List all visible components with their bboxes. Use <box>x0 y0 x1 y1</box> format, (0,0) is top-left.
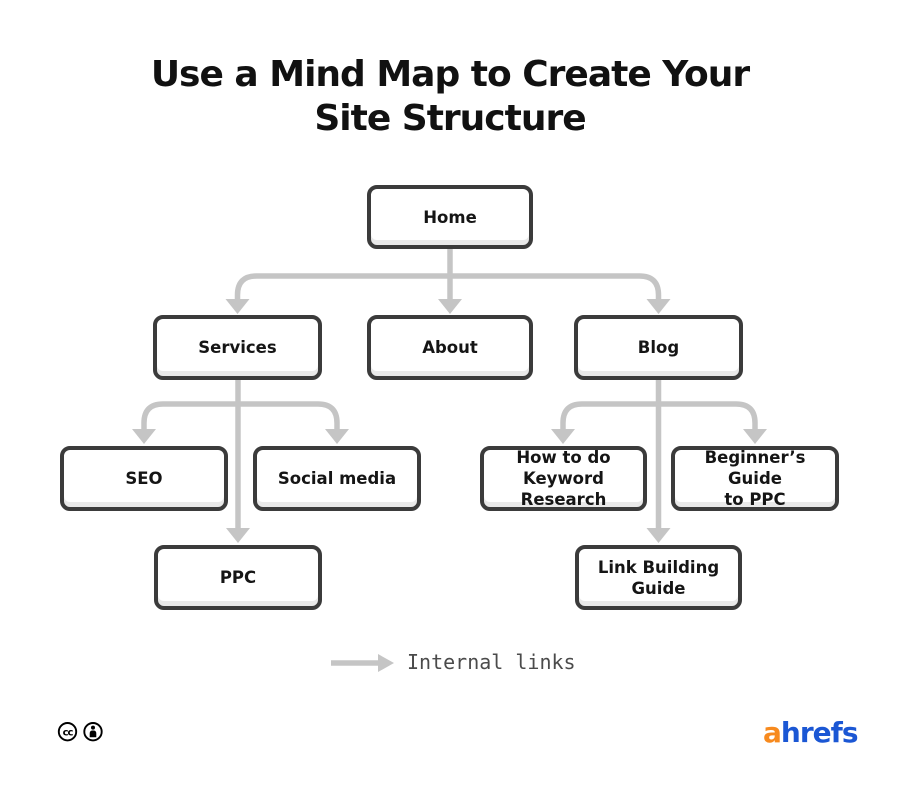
node-ppc-label: PPC <box>219 568 257 587</box>
page-title-line2: Site Structure <box>314 98 586 139</box>
node-services: Services <box>153 315 322 380</box>
arrowheads <box>132 299 767 672</box>
node-ppc: PPC <box>154 545 322 610</box>
ahrefs-logo-a: a <box>763 716 782 749</box>
ahrefs-logo-hrefs: hrefs <box>780 716 859 749</box>
node-keyword-research-label: How to do <box>516 448 611 467</box>
node-about: About <box>367 315 533 380</box>
node-beginners-guide-ppc-label: Beginner’s Guide <box>704 448 806 488</box>
page-title: Use a Mind Map to Create Your Site Struc… <box>0 53 900 141</box>
node-blog-label: Blog <box>637 338 680 357</box>
node-services-label: Services <box>198 338 277 357</box>
edge-blog-row3 <box>560 401 758 429</box>
node-home: Home <box>367 185 533 249</box>
svg-text:cc: cc <box>63 727 74 738</box>
page-title-line1: Use a Mind Map to Create Your <box>150 54 750 95</box>
ahrefs-logo: ahrefs <box>763 717 858 749</box>
node-link-building-guide: Link Building Guide <box>575 545 742 610</box>
creative-commons-license: cc <box>57 722 103 742</box>
edge-services-row3 <box>141 401 340 429</box>
legend-label: Internal links <box>407 650 576 674</box>
node-seo-label: SEO <box>125 469 163 488</box>
node-beginners-guide-ppc: Beginner’s Guide to PPC <box>671 446 839 511</box>
edge-home-row2 <box>234 273 662 300</box>
node-home-label: Home <box>423 207 477 227</box>
node-link-building-guide-label: Link Building <box>597 557 720 577</box>
node-about-label: About <box>422 338 478 357</box>
node-social-media: Social media <box>253 446 421 511</box>
node-blog: Blog <box>574 315 743 380</box>
cc-icon: cc <box>57 722 78 742</box>
node-seo: SEO <box>60 446 228 511</box>
node-keyword-research: How to do Keyword Research <box>480 446 647 511</box>
attribution-icon <box>83 722 103 742</box>
node-social-media-label: Social media <box>277 469 397 488</box>
